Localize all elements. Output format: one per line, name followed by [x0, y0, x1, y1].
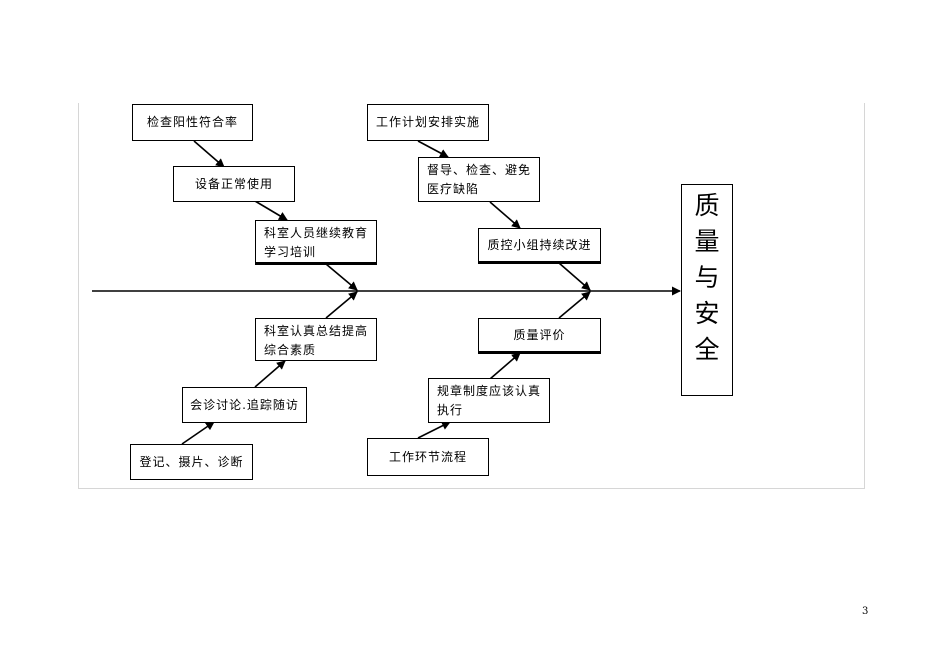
cause-box-tl-3: 科室人员继续教育学习培训: [255, 220, 377, 263]
cause-box-br-2: 规章制度应该认真执行: [428, 378, 550, 423]
arrow-br-3: [417, 421, 451, 439]
cause-box-tr-3: 质控小组持续改进: [478, 228, 601, 262]
cause-box-tl-2: 设备正常使用: [173, 166, 295, 202]
effect-char-1: 质: [694, 191, 720, 220]
arrow-bl-2: [254, 360, 286, 388]
cause-box-tr-2: 督导、检查、避免医疗缺陷: [418, 157, 540, 202]
cause-box-bl-2: 会诊讨论.追踪随访: [182, 387, 307, 423]
arrow-bl-3: [181, 421, 215, 445]
cause-box-tl-1: 检查阳性符合率: [132, 104, 253, 141]
effect-char-5: 全: [694, 335, 720, 364]
arrow-br-2: [489, 352, 521, 380]
diagram-frame: [78, 103, 865, 489]
effect-box: 质 量 与 安 全: [681, 184, 733, 396]
effect-char-2: 量: [694, 227, 720, 256]
arrow-bl-1: [325, 291, 358, 319]
cause-box-br-3: 工作环节流程: [367, 438, 489, 476]
cause-box-bl-1: 科室认真总结提高综合素质: [255, 318, 377, 361]
cause-box-bl-3: 登记、摄片、诊断: [130, 444, 253, 480]
arrow-tr-1: [417, 140, 449, 158]
arrow-tl-2: [254, 200, 288, 221]
arrow-tl-3: [325, 263, 358, 291]
effect-char-3: 与: [694, 263, 720, 292]
effect-char-4: 安: [694, 299, 720, 328]
cause-box-tr-1: 工作计划安排实施: [367, 104, 489, 141]
arrow-tr-3: [558, 262, 591, 291]
arrow-tl-1: [193, 140, 225, 168]
arrow-tr-2: [489, 201, 521, 229]
arrow-br-1: [558, 291, 591, 319]
cause-box-br-1: 质量评价: [478, 318, 601, 352]
page-number: 3: [862, 606, 869, 617]
